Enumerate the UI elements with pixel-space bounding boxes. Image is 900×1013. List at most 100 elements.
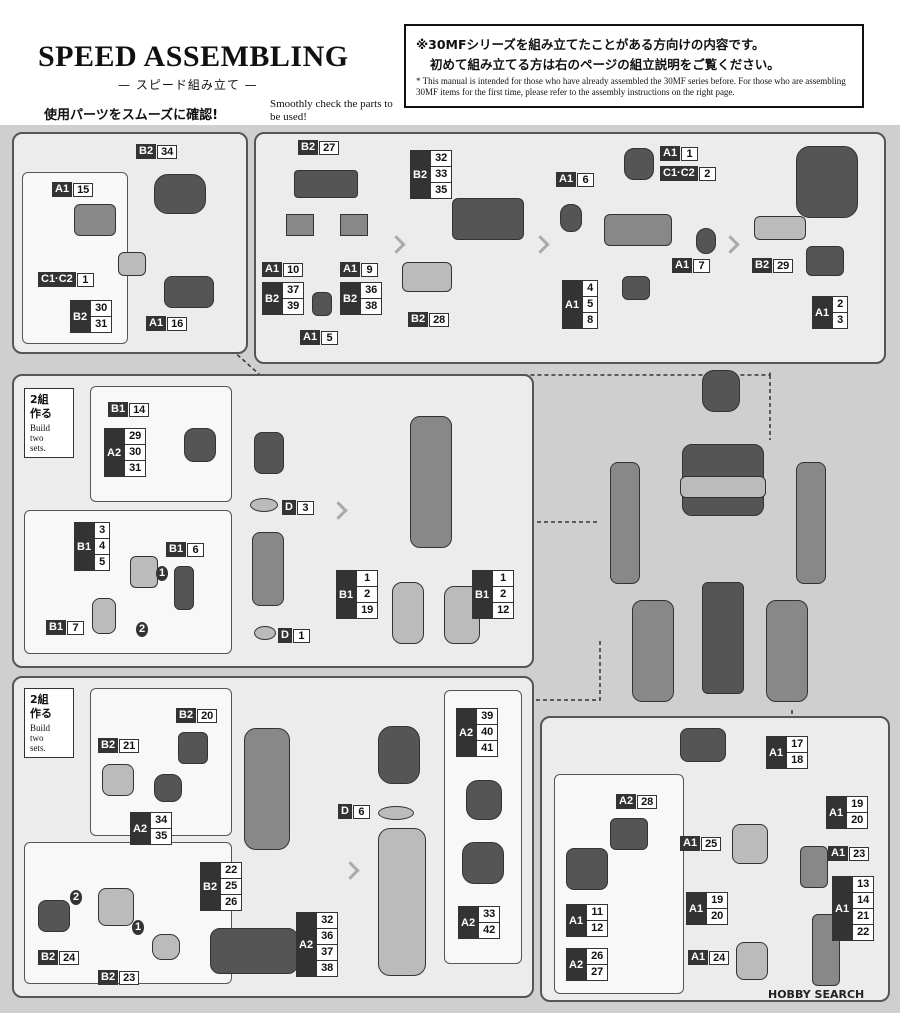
torso-part-b2-29 <box>754 216 806 240</box>
watermark: HOBBY SEARCH <box>768 988 865 1001</box>
torso-part-a1-7 <box>696 228 716 254</box>
figure-right-leg <box>766 600 808 702</box>
arm-part-forearm <box>252 532 284 606</box>
torso-part-a1-5 <box>312 292 332 316</box>
torso-part-frame <box>294 170 358 198</box>
notice-en: * This manual is intended for those who … <box>416 76 846 97</box>
backpack-part-a1-23 <box>800 846 828 888</box>
leg-part-thigh <box>244 728 290 850</box>
notice-jp-line1: ※30MFシリーズを組み立てたことがある方向けの内容です。 <box>416 37 765 52</box>
next-step-arrow <box>531 235 550 254</box>
head-part-c1c2-1 <box>118 252 146 276</box>
build-two-en: Build two sets. <box>30 723 51 753</box>
assembled-figure <box>596 366 850 710</box>
notice-box: ※30MFシリーズを組み立てたことがある方向けの内容です。 初めて組み立てる方は… <box>404 24 864 108</box>
next-step-arrow <box>341 861 360 880</box>
figure-head <box>702 370 740 412</box>
leg-part-foot-frame <box>210 928 298 974</box>
arm-part-d-3 <box>250 498 278 512</box>
torso-part-chest <box>796 146 858 218</box>
arm-part-assembled <box>410 416 452 548</box>
arm-part-d-1 <box>254 626 276 640</box>
torso-part-left-arm-joint <box>286 214 314 236</box>
leg-part-b2-24 <box>38 900 70 932</box>
build-two-sets-box: 2組 作る Build two sets. <box>24 388 74 458</box>
leg-part-a2-39 <box>378 726 420 784</box>
backpack-part-base <box>566 848 608 890</box>
step-marker-1: 1 <box>132 920 145 935</box>
torso-part-waist <box>622 276 650 300</box>
arm-part-upper <box>254 432 284 474</box>
torso-part-upper-frame <box>452 198 524 240</box>
backpack-part-a1-24 <box>736 942 768 980</box>
head-part-b2-34 <box>154 174 206 214</box>
torso-part-right-arm-joint <box>340 214 368 236</box>
hand-left <box>392 582 424 644</box>
figure-left-leg <box>632 600 674 702</box>
step-marker-2: 2 <box>70 890 83 905</box>
title-block: SPEED ASSEMBLING — スピード組み立て — 使用パーツをスムーズ… <box>14 18 393 123</box>
notice-jp-line2: 初めて組み立てる方は右のページの組立説明をご覧ください。 <box>430 57 780 72</box>
head-panel <box>12 132 248 354</box>
leg-part-lower-leg <box>378 828 426 976</box>
leg-part-a2-40 <box>466 780 502 820</box>
next-step-arrow <box>721 235 740 254</box>
torso-part-a1-1 <box>624 148 654 180</box>
leg-part-b2-20 <box>178 732 208 764</box>
figure-collar <box>680 476 766 498</box>
build-two-sets-box: 2組 作る Build two sets. <box>24 688 74 758</box>
arm-part-b1-7 <box>92 598 116 634</box>
torso-panel <box>254 132 886 364</box>
torso-part-b2-28 <box>402 262 452 292</box>
leg-part-d-6 <box>378 806 414 820</box>
leg-panel: 2組 作る Build two sets. <box>12 676 534 998</box>
leg-part-a2-34 <box>154 774 182 802</box>
step-marker-2: 2 <box>136 622 149 637</box>
arm-panel: 2組 作る Build two sets. <box>12 374 534 668</box>
build-two-jp: 2組 作る <box>30 393 52 420</box>
arm-part-shoulder <box>184 428 216 462</box>
build-two-en: Build two sets. <box>30 423 51 453</box>
backpack-part-main <box>680 728 726 762</box>
check-parts-en: Smoothly check the parts to be used! <box>270 98 393 123</box>
torso-part-a1-6 <box>560 204 582 232</box>
leg-part-ankle <box>98 888 134 926</box>
backpack-part-a2-28 <box>610 818 648 850</box>
leg-part-b2-23 <box>152 934 180 960</box>
